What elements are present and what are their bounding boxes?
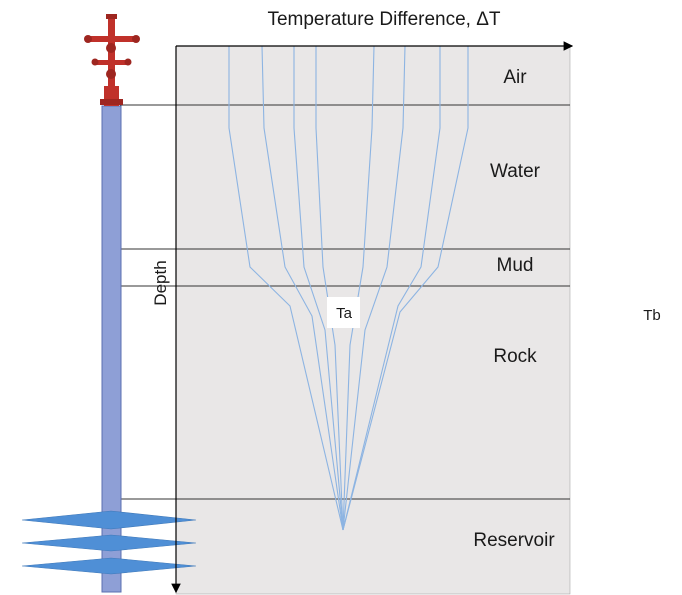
profile-line <box>315 46 344 531</box>
profile-line <box>342 46 441 531</box>
layer-label-reservoir: Reservoir <box>473 530 555 551</box>
depth-label: Depth <box>151 260 170 305</box>
layer-label-air: Air <box>503 67 527 88</box>
profile-line <box>261 45 344 531</box>
layer-label-water: Water <box>490 161 541 182</box>
profile-line <box>293 46 344 531</box>
ta-marker-box <box>327 297 360 328</box>
diagram-panel <box>175 45 571 595</box>
fracture-wing <box>21 557 197 575</box>
axis-title: Temperature Difference, ΔT <box>267 9 500 30</box>
profile-line <box>342 45 375 531</box>
fractures <box>21 510 197 575</box>
wellhead-christmas-tree-icon <box>84 14 140 106</box>
layer-boundaries <box>120 104 570 500</box>
profile-line <box>342 45 406 531</box>
profile-line <box>228 46 344 531</box>
layer-label-rock: Rock <box>493 346 537 367</box>
layer-label-mud: Mud <box>497 255 534 276</box>
tb-marker-label: Tb <box>643 307 661 324</box>
profile-line <box>342 46 469 531</box>
fracture-wing <box>21 534 197 552</box>
fracture-wing <box>21 510 197 530</box>
ta-marker-label: Ta <box>336 305 353 322</box>
